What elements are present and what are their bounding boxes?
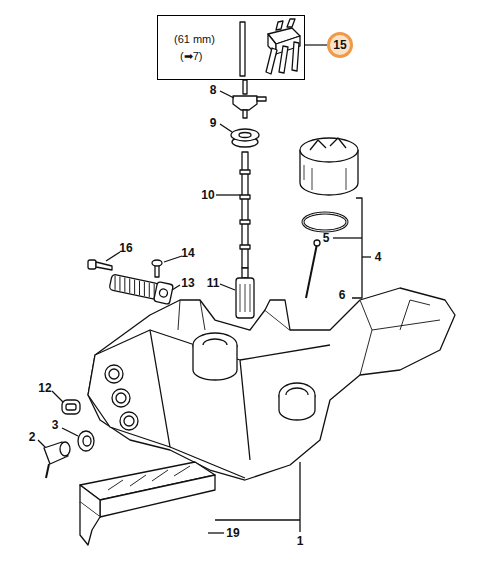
leader-line [333, 237, 362, 238]
rod [240, 22, 245, 76]
inset-box: (61 mm) (➡7) [157, 15, 305, 80]
screw [88, 260, 112, 270]
leader-line [62, 428, 78, 436]
grommet [231, 129, 259, 147]
callout-number: 14 [181, 247, 194, 259]
group-bracket [352, 198, 362, 298]
tank-housing [88, 288, 455, 480]
spring-element [109, 272, 174, 304]
leader-line [305, 44, 327, 45]
callout-number: 16 [119, 242, 132, 254]
hose-set [266, 19, 300, 74]
node-text: 15 [333, 38, 346, 52]
damper [62, 400, 80, 414]
leader-line [220, 284, 235, 290]
leader-line [172, 285, 180, 290]
o-ring [303, 213, 347, 231]
o-ring-highlight [303, 213, 347, 231]
leader-line [216, 194, 240, 195]
leader-line [52, 391, 63, 402]
callout-number: 11 [207, 277, 220, 289]
leader-line [208, 532, 224, 533]
callout-number: 2 [29, 431, 36, 443]
fuel-filter [236, 268, 254, 318]
screw [152, 260, 162, 277]
node-text: (61 mm) [174, 33, 215, 45]
leader-line [220, 124, 232, 132]
callout-number: 10 [201, 189, 214, 201]
callout-number: 4 [375, 251, 382, 263]
pin [306, 240, 320, 298]
callout-number: 8 [210, 84, 217, 96]
leader-line [220, 91, 234, 98]
callout-circle: 15 [327, 32, 353, 58]
callout-number: 6 [339, 289, 346, 301]
leader-line [362, 256, 371, 257]
callout-number: 9 [210, 117, 217, 129]
leader-line [38, 440, 46, 448]
fuel-hose [240, 152, 250, 268]
callout-number: 1 [297, 535, 304, 547]
fitting [233, 80, 266, 118]
callout-number: 19 [226, 527, 239, 539]
leader-line [164, 256, 182, 262]
callout-number: 3 [52, 419, 59, 431]
callout-number: 5 [323, 232, 330, 244]
tank-cap [300, 138, 358, 195]
annular-buffer [44, 442, 70, 478]
node-text: (➡7) [180, 50, 202, 63]
foot [80, 462, 215, 545]
washer [78, 431, 94, 451]
callout-number: 12 [38, 382, 51, 394]
callout-number: 13 [181, 277, 194, 289]
leader-line [106, 252, 120, 261]
